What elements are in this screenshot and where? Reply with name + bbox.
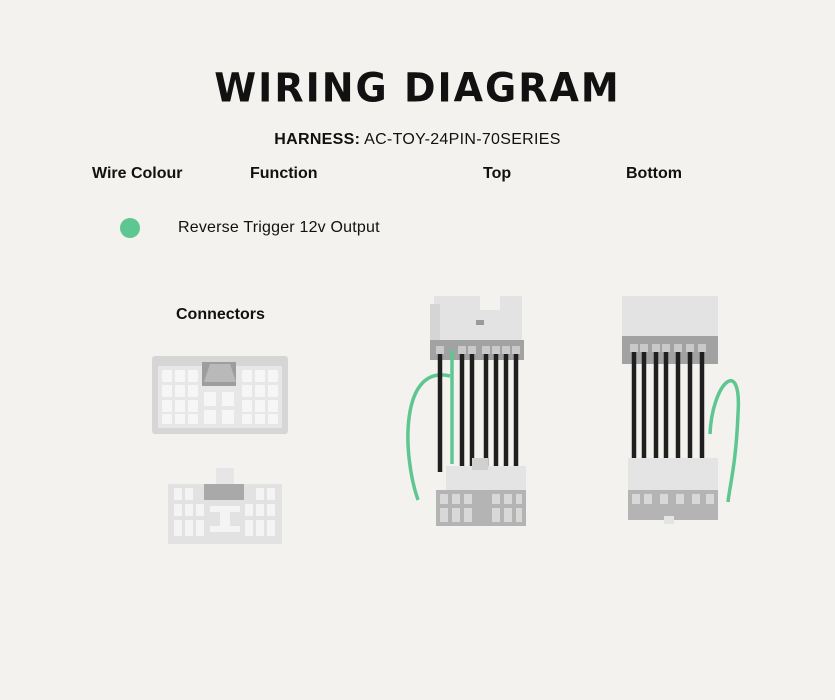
column-header-function: Function (250, 165, 318, 182)
connector-face-female (152, 356, 288, 434)
harness-line: HARNESS: AC-TOY-24PIN-70SERIES (0, 131, 835, 149)
harness-top-view (406, 296, 526, 526)
wire-function-label: Reverse Trigger 12v Output (178, 219, 380, 236)
harness-label: HARNESS: (274, 131, 361, 148)
wire-colour-swatch (120, 218, 140, 238)
connectors-title: Connectors (176, 306, 265, 323)
column-header-bottom: Bottom (626, 165, 682, 182)
column-header-wire-colour: Wire Colour (92, 165, 183, 182)
wire-row: Reverse Trigger 12v Output (120, 216, 380, 240)
page-title: WIRING DIAGRAM (214, 64, 621, 112)
green-wire-bottom (708, 378, 741, 503)
column-header-top: Top (483, 165, 512, 182)
harness-bottom-view (622, 296, 741, 524)
connector-face-male (168, 468, 282, 544)
harness-value: AC-TOY-24PIN-70SERIES (364, 131, 561, 148)
